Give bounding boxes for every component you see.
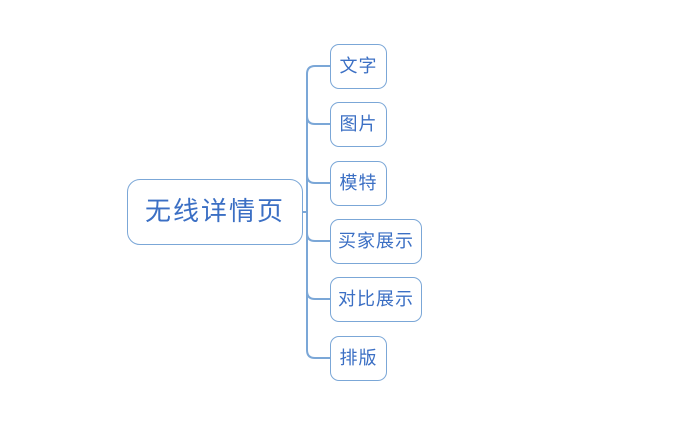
child-node-6[interactable]: 排版 xyxy=(330,336,387,381)
connector-branch-3 xyxy=(306,174,330,184)
root-node[interactable]: 无线详情页 xyxy=(127,179,303,245)
connector-branch-2 xyxy=(306,115,330,125)
child-node-2[interactable]: 图片 xyxy=(330,102,387,147)
child-node-1[interactable]: 文字 xyxy=(330,44,387,89)
child-node-6-label: 排版 xyxy=(339,347,378,369)
connector-branch-6 xyxy=(306,349,330,359)
child-node-4-label: 买家展示 xyxy=(338,230,414,252)
connector-branch-5 xyxy=(306,290,330,300)
child-node-1-label: 文字 xyxy=(339,55,378,77)
root-node-label: 无线详情页 xyxy=(144,197,285,227)
child-node-3[interactable]: 模特 xyxy=(330,161,387,206)
connector-branch-4 xyxy=(306,232,330,242)
child-node-5-label: 对比展示 xyxy=(338,288,414,310)
connector-branch-1 xyxy=(306,65,330,75)
child-node-4[interactable]: 买家展示 xyxy=(330,219,422,264)
child-node-3-label: 模特 xyxy=(339,172,378,194)
child-node-5[interactable]: 对比展示 xyxy=(330,277,422,322)
child-node-2-label: 图片 xyxy=(339,113,378,135)
